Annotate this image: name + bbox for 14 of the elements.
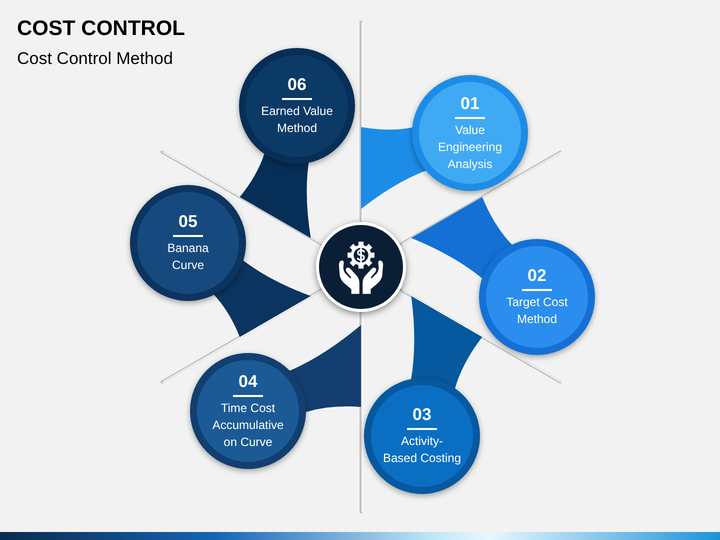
step-label: Earned Value Method <box>260 103 334 137</box>
step-label: Target Cost Method <box>505 294 569 328</box>
step-number: 05 <box>178 212 198 232</box>
subtitle: Cost Control Method <box>17 49 173 69</box>
step-label: Value Engineering Analysis <box>436 122 504 172</box>
step-number: 02 <box>528 266 546 286</box>
step-number: 06 <box>288 75 306 95</box>
step-number: 04 <box>238 372 258 392</box>
step-number: 03 <box>412 405 432 425</box>
slide-title: COST CONTROL <box>17 16 185 41</box>
step-number: 01 <box>460 94 480 114</box>
step-label: Banana Curve <box>166 240 210 274</box>
step-label: Activity- Based Costing <box>382 433 462 467</box>
step-label: Time Cost Accumulative on Curve <box>211 400 285 450</box>
